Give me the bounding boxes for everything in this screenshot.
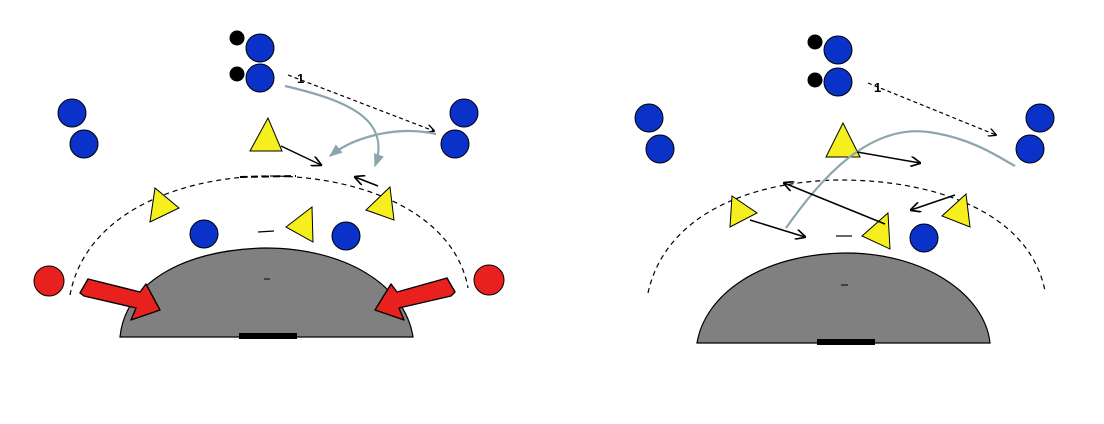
defender-triangle — [365, 185, 395, 221]
attacker-circle — [57, 98, 87, 128]
goal-line — [817, 339, 875, 345]
attacker-circle — [634, 103, 664, 133]
ball-icon — [229, 30, 245, 46]
movement-path — [284, 84, 384, 168]
defender-mark — [257, 230, 275, 233]
defender-triangle — [941, 192, 971, 228]
defender-move-arrow — [749, 219, 805, 237]
attacker-circle — [449, 98, 479, 128]
attacker-circle — [1025, 103, 1055, 133]
defender-triangle — [149, 187, 180, 223]
attacker-circle — [1015, 134, 1045, 164]
defender-move-arrow — [784, 183, 886, 225]
attacker-circle — [823, 67, 853, 97]
defender-triangle — [729, 195, 758, 228]
defender-triangle — [825, 121, 861, 158]
attacker-circle — [69, 129, 99, 159]
goal-area — [696, 252, 991, 344]
attacker-circle — [189, 219, 219, 249]
pass-arrow — [867, 82, 996, 135]
defender-move-arrow — [280, 145, 321, 165]
attacker-circle — [909, 223, 939, 253]
attacker-circle — [823, 35, 853, 65]
left-panel: 1 — [33, 30, 505, 339]
defender-move-arrow — [911, 194, 956, 210]
defender-gap-mark — [239, 175, 297, 178]
pass-arrow — [287, 74, 434, 131]
pass-number-label: 1 — [297, 71, 304, 86]
movement-path — [328, 130, 437, 157]
defender-triangle — [249, 116, 283, 152]
defender-triangle — [861, 211, 891, 250]
attacker-circle — [245, 33, 275, 63]
wing-player-circle — [473, 264, 505, 296]
defender-move-arrow — [856, 151, 920, 163]
attacker-circle — [331, 221, 361, 251]
ball-icon — [807, 34, 823, 50]
pressure-arrow — [374, 277, 456, 321]
wing-player-circle — [33, 265, 65, 297]
attacker-circle — [440, 129, 470, 159]
pass-number-label: 1 — [874, 80, 881, 95]
right-panel: 1 — [634, 34, 1055, 345]
goal-line — [239, 333, 297, 339]
goal-area — [119, 247, 414, 338]
attacker-circle — [245, 63, 275, 93]
attacker-circle — [645, 134, 675, 164]
pressure-arrow — [79, 278, 161, 321]
ball-icon — [807, 72, 823, 88]
defender-triangle — [285, 206, 314, 243]
ball-icon — [229, 66, 245, 82]
defender-move-arrow — [355, 177, 379, 187]
movement-path — [785, 130, 1016, 229]
